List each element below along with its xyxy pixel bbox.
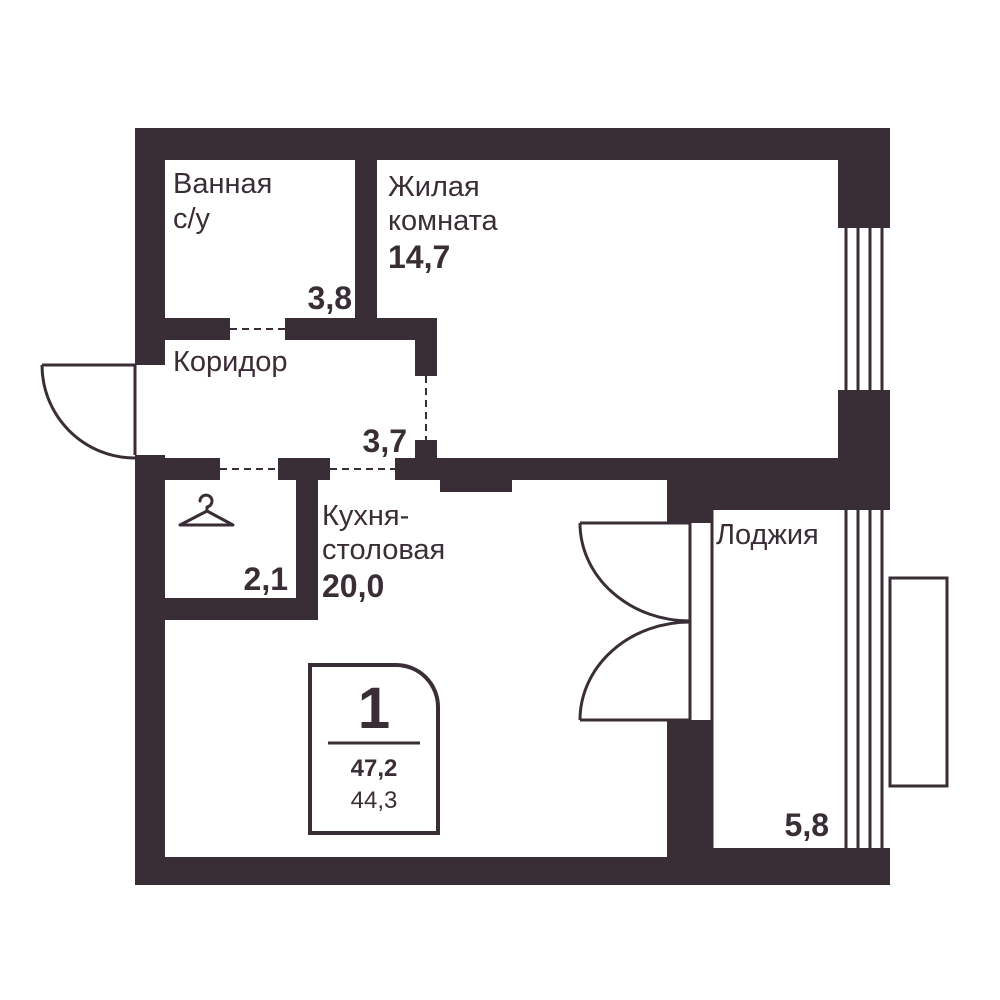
loggia-name: Лоджия (716, 519, 819, 551)
wardrobe-area: 2,1 (244, 561, 288, 597)
kitchen-area: 20,0 (322, 568, 384, 604)
openings (220, 328, 427, 470)
corridor-area: 3,7 (363, 423, 407, 459)
kitchen-name-line1: Кухня- (322, 500, 409, 532)
loggia-door (578, 521, 714, 722)
walls (135, 128, 890, 885)
kitchen-name-line2: столовая (322, 534, 445, 566)
badge-rooms-count: 1 (358, 676, 390, 741)
balcony-box (888, 576, 949, 788)
bathroom-name-line1: Ванная (173, 168, 272, 200)
bathroom-name-line2: с/у (173, 203, 211, 235)
window-living-room (838, 228, 890, 390)
living-room-name-line2: комната (388, 205, 499, 237)
bathroom-area: 3,8 (308, 280, 352, 316)
entrance-door (40, 363, 137, 460)
living-room-name-line1: Жилая (388, 171, 480, 203)
window-loggia (838, 510, 890, 848)
badge-total-area: 47,2 (351, 755, 398, 782)
loggia-area: 5,8 (785, 807, 829, 843)
living-room-area: 14,7 (388, 239, 450, 275)
hanger-icon (178, 493, 235, 527)
apartment-badge: 1 47,2 44,3 (308, 663, 440, 835)
badge-living-area: 44,3 (351, 787, 398, 814)
corridor-name: Коридор (173, 346, 288, 378)
